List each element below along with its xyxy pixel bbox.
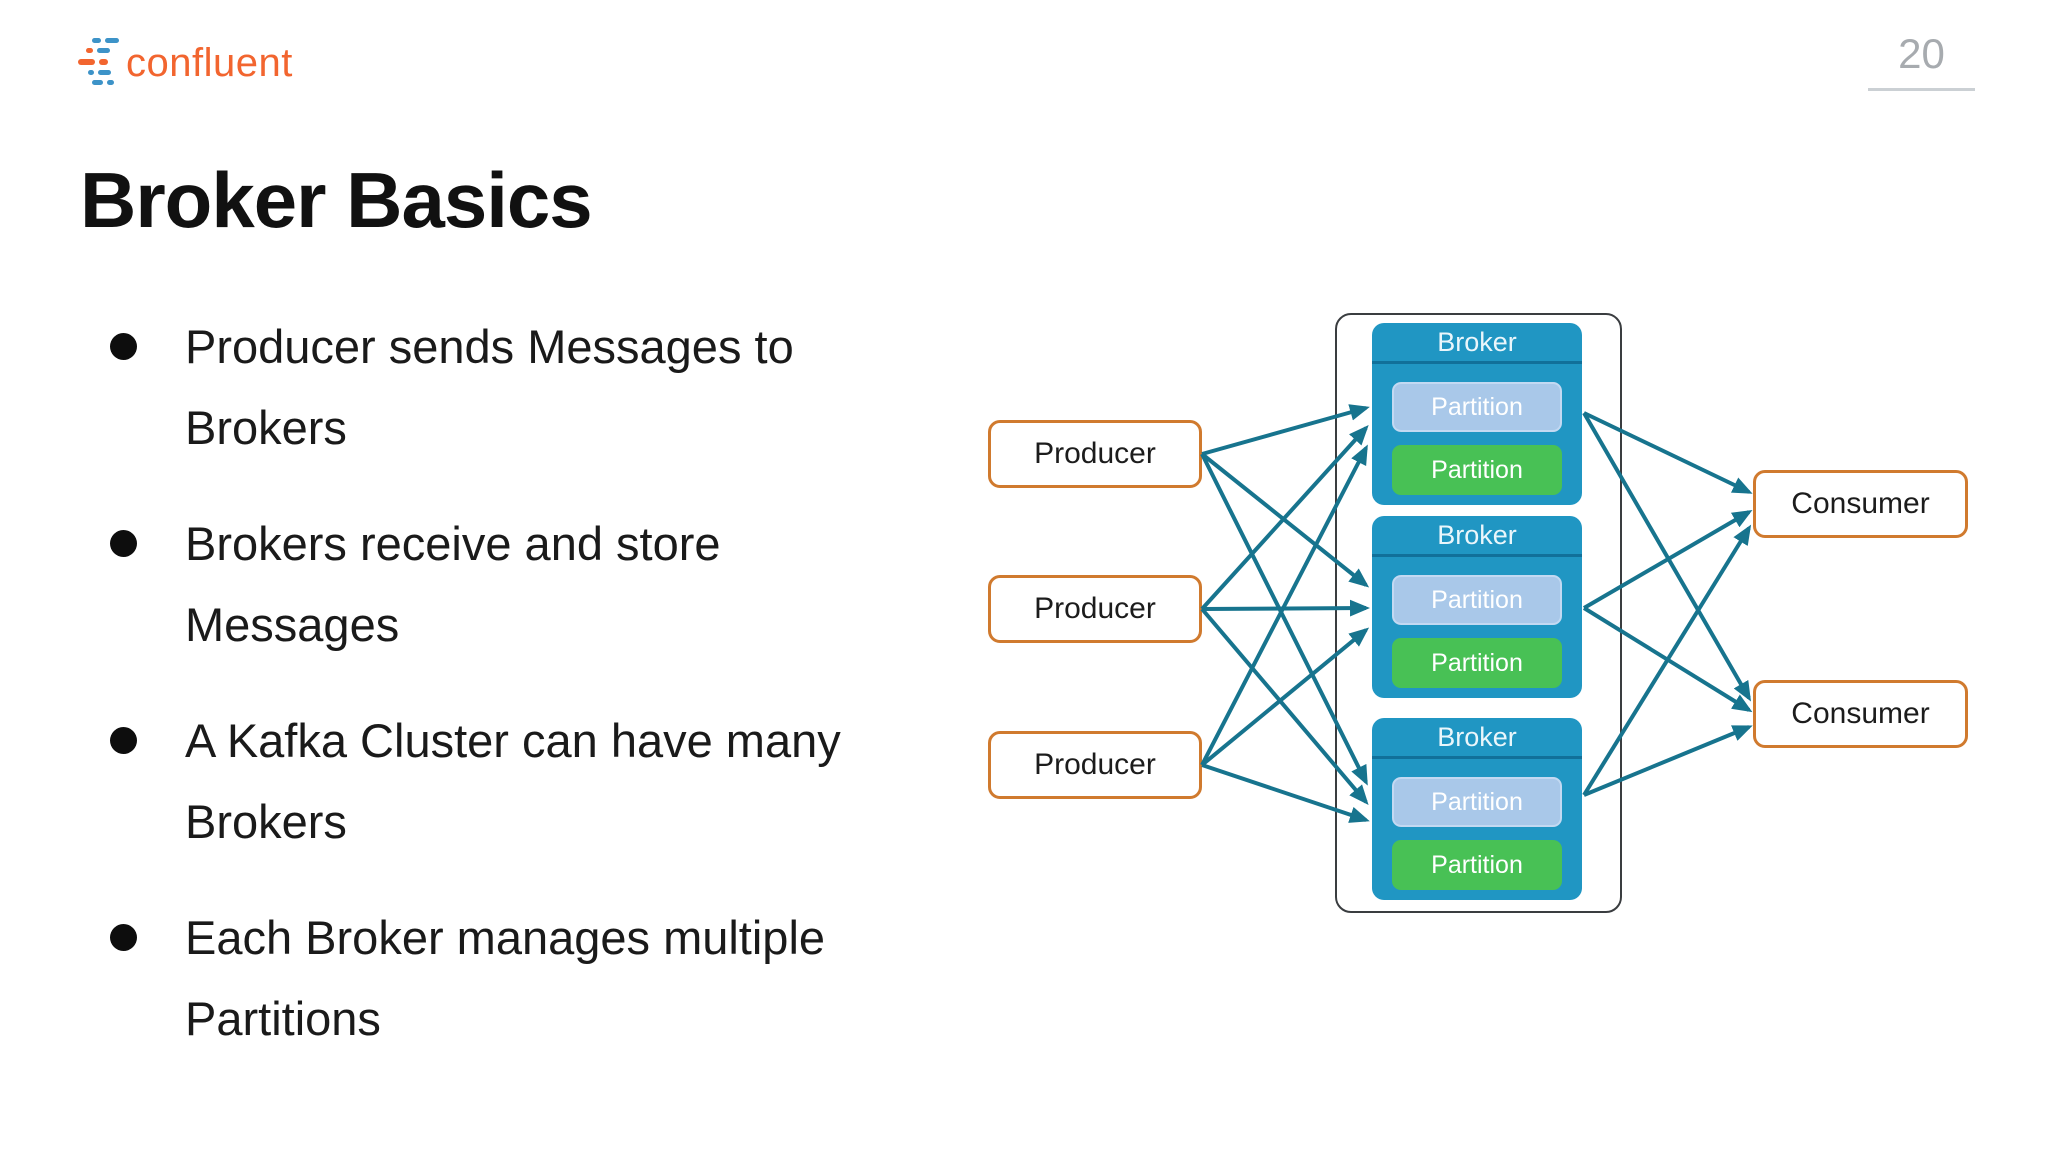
partition-label: Partition [1431, 585, 1523, 614]
broker-box: Broker Partition Partition [1372, 323, 1582, 505]
consumer-label: Consumer [1791, 487, 1930, 520]
confluent-logo-wordmark: confluent [126, 40, 293, 85]
consumer-label: Consumer [1791, 697, 1930, 730]
broker-box: Broker Partition Partition [1372, 516, 1582, 698]
broker-header: Broker [1372, 516, 1582, 557]
broker-header: Broker [1372, 323, 1582, 364]
partition-box: Partition [1392, 840, 1562, 890]
page-number-block: 20 [1868, 30, 1975, 91]
broker-box: Broker Partition Partition [1372, 718, 1582, 900]
partition-label: Partition [1431, 392, 1523, 421]
producer-label: Producer [1034, 748, 1156, 781]
bullet-text: Producer sends Messages to Brokers [185, 320, 794, 454]
bullet-list: Producer sends Messages to Brokers Broke… [110, 306, 970, 1094]
partition-box: Partition [1392, 445, 1562, 495]
partition-box: Partition [1392, 382, 1562, 432]
partition-label: Partition [1431, 455, 1523, 484]
bullet-dot-icon [110, 333, 137, 360]
bullet-item: A Kafka Cluster can have many Brokers [110, 700, 970, 862]
broker-header: Broker [1372, 718, 1582, 759]
bullet-dot-icon [110, 530, 137, 557]
bullet-text: Each Broker manages multiple Partitions [185, 911, 826, 1045]
partition-box: Partition [1392, 638, 1562, 688]
consumer-box: Consumer [1753, 680, 1968, 748]
bullet-dot-icon [110, 727, 137, 754]
partition-box: Partition [1392, 777, 1562, 827]
broker-label: Broker [1437, 519, 1517, 550]
producer-box: Producer [988, 731, 1202, 799]
partition-box: Partition [1392, 575, 1562, 625]
confluent-logo: confluent [78, 38, 293, 86]
bullet-dot-icon [110, 924, 137, 951]
confluent-logo-icon [78, 38, 124, 86]
bullet-item: Producer sends Messages to Brokers [110, 306, 970, 468]
consumer-box: Consumer [1753, 470, 1968, 538]
bullet-text: A Kafka Cluster can have many Brokers [185, 714, 841, 848]
producer-label: Producer [1034, 437, 1156, 470]
partition-label: Partition [1431, 648, 1523, 677]
producer-label: Producer [1034, 592, 1156, 625]
bullet-text: Brokers receive and store Messages [185, 517, 721, 651]
producer-box: Producer [988, 575, 1202, 643]
slide-title: Broker Basics [80, 156, 593, 244]
page-number-underline [1868, 88, 1975, 91]
broker-label: Broker [1437, 721, 1517, 752]
page-number: 20 [1898, 30, 1945, 77]
producer-box: Producer [988, 420, 1202, 488]
bullet-item: Each Broker manages multiple Partitions [110, 897, 970, 1059]
broker-label: Broker [1437, 326, 1517, 357]
bullet-item: Brokers receive and store Messages [110, 503, 970, 665]
partition-label: Partition [1431, 850, 1523, 879]
partition-label: Partition [1431, 787, 1523, 816]
